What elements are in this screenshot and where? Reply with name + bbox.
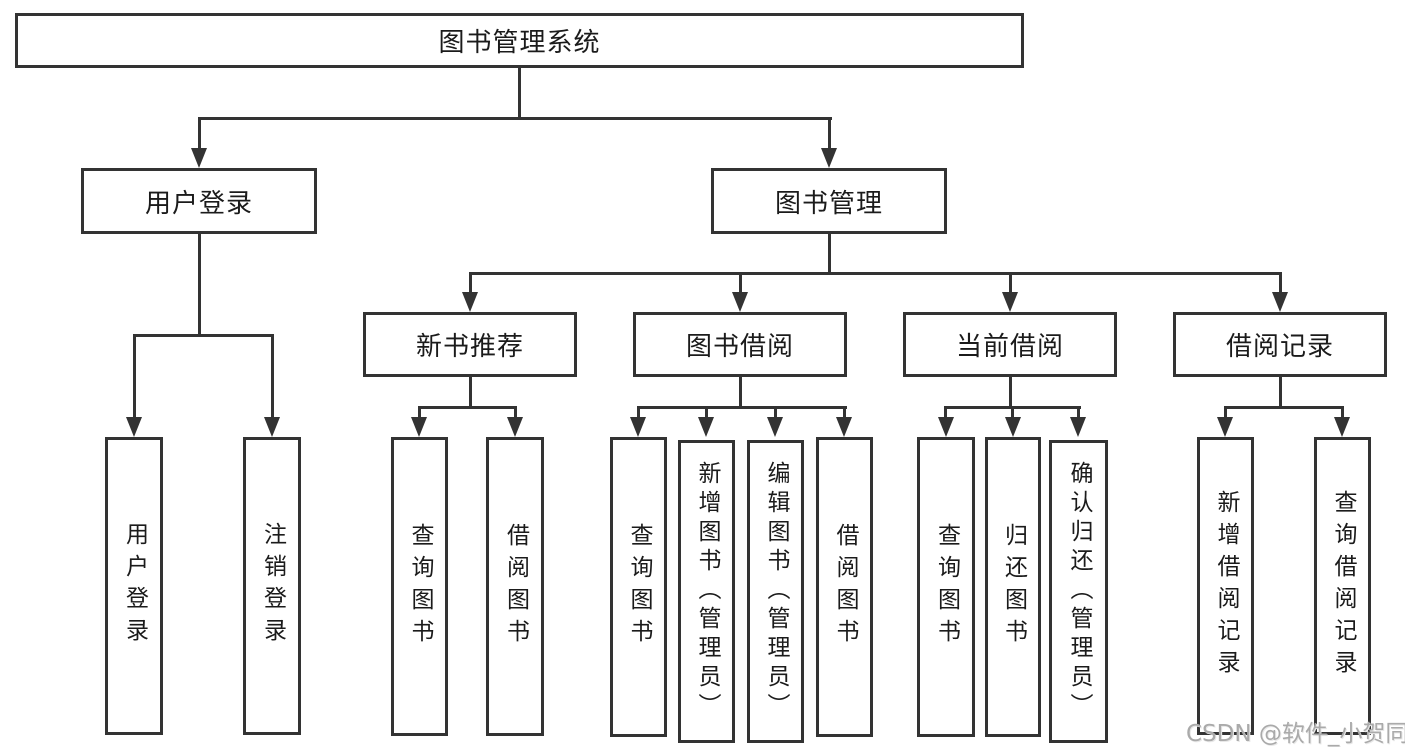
arrowhead-book-management <box>821 148 837 168</box>
csdn-watermark: CSDN @软件_小贺同学 <box>1186 721 1405 747</box>
arrowhead-leaf-logout <box>264 417 280 437</box>
connector-drop-book-management <box>828 117 831 150</box>
connector-drop-newbook-query <box>418 406 421 419</box>
connector-drop-new-book <box>469 272 472 294</box>
connector-drop-leaf-user-login <box>133 334 136 419</box>
node-current-borrowing: 当前借阅 <box>903 312 1117 377</box>
leaf-borrowing-borrow-books: 借阅图书 <box>816 437 873 737</box>
leaf-user-login-label: 用户登录 <box>121 522 148 650</box>
arrowhead-current-return <box>1005 417 1021 437</box>
arrowhead-newbook-query <box>411 417 427 437</box>
connector-drop-borrowing-records <box>1279 272 1282 294</box>
node-book-management-label: 图书管理 <box>774 188 883 219</box>
connector-new-book-rail <box>418 406 517 409</box>
leaf-borrowing-edit-book-admin-label: 编辑图书（管理员） <box>763 461 789 722</box>
leaf-logout-label: 注销登录 <box>259 522 286 650</box>
connector-drop-borrowing-edit <box>774 406 777 419</box>
arrowhead-borrowing-query <box>630 417 646 437</box>
arrowhead-current-confirm <box>1070 417 1086 437</box>
leaf-borrowing-borrow-books-label: 借阅图书 <box>832 523 858 651</box>
connector-book-borrowing-rail <box>637 406 847 409</box>
node-borrowing-records-label: 借阅记录 <box>1225 332 1334 362</box>
connector-drop-current-return <box>1011 406 1014 419</box>
leaf-records-add-record-label: 新增借阅记录 <box>1213 490 1239 682</box>
leaf-borrowing-query-books-label: 查询图书 <box>626 523 652 651</box>
leaf-records-add-record: 新增借阅记录 <box>1197 437 1254 735</box>
connector-drop-current-confirm <box>1077 406 1080 419</box>
arrowhead-newbook-borrow <box>507 417 523 437</box>
connector-drop-current-query <box>944 406 947 419</box>
connector-book-borrowing-stem <box>739 377 742 409</box>
leaf-newbook-query-books: 查询图书 <box>391 437 448 736</box>
node-book-borrowing: 图书借阅 <box>633 312 847 377</box>
arrowhead-current-query <box>938 417 954 437</box>
leaf-records-query-record-label: 查询借阅记录 <box>1330 490 1356 682</box>
arrowhead-user-login <box>191 148 207 168</box>
connector-drop-borrowing-borrow <box>843 406 846 419</box>
connector-level3-rail <box>469 272 1282 275</box>
connector-root-stem <box>518 68 521 119</box>
leaf-current-return-book-label: 归还图书 <box>1000 523 1027 651</box>
leaf-current-confirm-return-admin-label: 确认归还（管理员） <box>1066 461 1092 722</box>
leaf-user-login: 用户登录 <box>105 437 163 735</box>
leaf-records-query-record: 查询借阅记录 <box>1314 437 1371 735</box>
connector-drop-borrowing-query <box>637 406 640 419</box>
connector-book-management-stem <box>828 234 831 275</box>
node-new-book-recommend-label: 新书推荐 <box>415 332 524 362</box>
leaf-borrowing-query-books: 查询图书 <box>610 437 667 737</box>
leaf-borrowing-add-book-admin-label: 新增图书（管理员） <box>694 461 720 722</box>
connector-new-book-stem <box>469 377 472 409</box>
node-book-management: 图书管理 <box>711 168 947 234</box>
connector-user-login-stem <box>198 234 201 337</box>
arrowhead-records-query <box>1334 417 1350 437</box>
connector-current-stem <box>1009 377 1012 409</box>
arrowhead-borrowing-add <box>698 417 714 437</box>
connector-level2-rail <box>199 117 832 120</box>
leaf-borrowing-add-book-admin: 新增图书（管理员） <box>678 440 735 743</box>
connector-drop-newbook-borrow <box>514 406 517 419</box>
leaf-current-return-book: 归还图书 <box>985 437 1041 737</box>
connector-drop-records-add <box>1224 406 1227 419</box>
connector-drop-current-borrowing <box>1009 272 1012 294</box>
arrowhead-book-borrowing <box>732 292 748 312</box>
connector-drop-book-borrowing <box>739 272 742 294</box>
connector-records-rail <box>1224 406 1344 409</box>
node-user-login: 用户登录 <box>81 168 317 234</box>
node-user-login-label: 用户登录 <box>144 188 253 219</box>
node-borrowing-records: 借阅记录 <box>1173 312 1387 377</box>
leaf-newbook-borrow-books-label: 借阅图书 <box>502 522 529 651</box>
arrowhead-new-book <box>462 292 478 312</box>
connector-drop-records-query <box>1341 406 1344 419</box>
arrowhead-records-add <box>1217 417 1233 437</box>
leaf-current-query-books-label: 查询图书 <box>933 523 960 651</box>
connector-records-stem <box>1279 377 1282 409</box>
arrowhead-leaf-user-login <box>126 417 142 437</box>
node-library-system: 图书管理系统 <box>15 13 1024 68</box>
node-current-borrowing-label: 当前借阅 <box>955 332 1064 362</box>
connector-drop-user-login <box>198 117 201 150</box>
arrowhead-borrowing-edit <box>767 417 783 437</box>
leaf-current-query-books: 查询图书 <box>917 437 975 737</box>
leaf-current-confirm-return-admin: 确认归还（管理员） <box>1049 440 1108 743</box>
leaf-newbook-query-books-label: 查询图书 <box>407 522 433 651</box>
connector-drop-leaf-logout <box>271 334 274 419</box>
leaf-newbook-borrow-books: 借阅图书 <box>486 437 544 736</box>
node-library-system-label: 图书管理系统 <box>438 28 601 58</box>
leaf-logout: 注销登录 <box>243 437 301 735</box>
node-new-book-recommend: 新书推荐 <box>363 312 577 377</box>
connector-drop-borrowing-add <box>705 406 708 419</box>
arrowhead-borrowing-records <box>1272 292 1288 312</box>
connector-user-login-rail <box>133 334 274 337</box>
node-book-borrowing-label: 图书借阅 <box>685 332 794 362</box>
arrowhead-borrowing-borrow <box>836 417 852 437</box>
arrowhead-current-borrowing <box>1002 292 1018 312</box>
leaf-borrowing-edit-book-admin: 编辑图书（管理员） <box>747 440 804 743</box>
